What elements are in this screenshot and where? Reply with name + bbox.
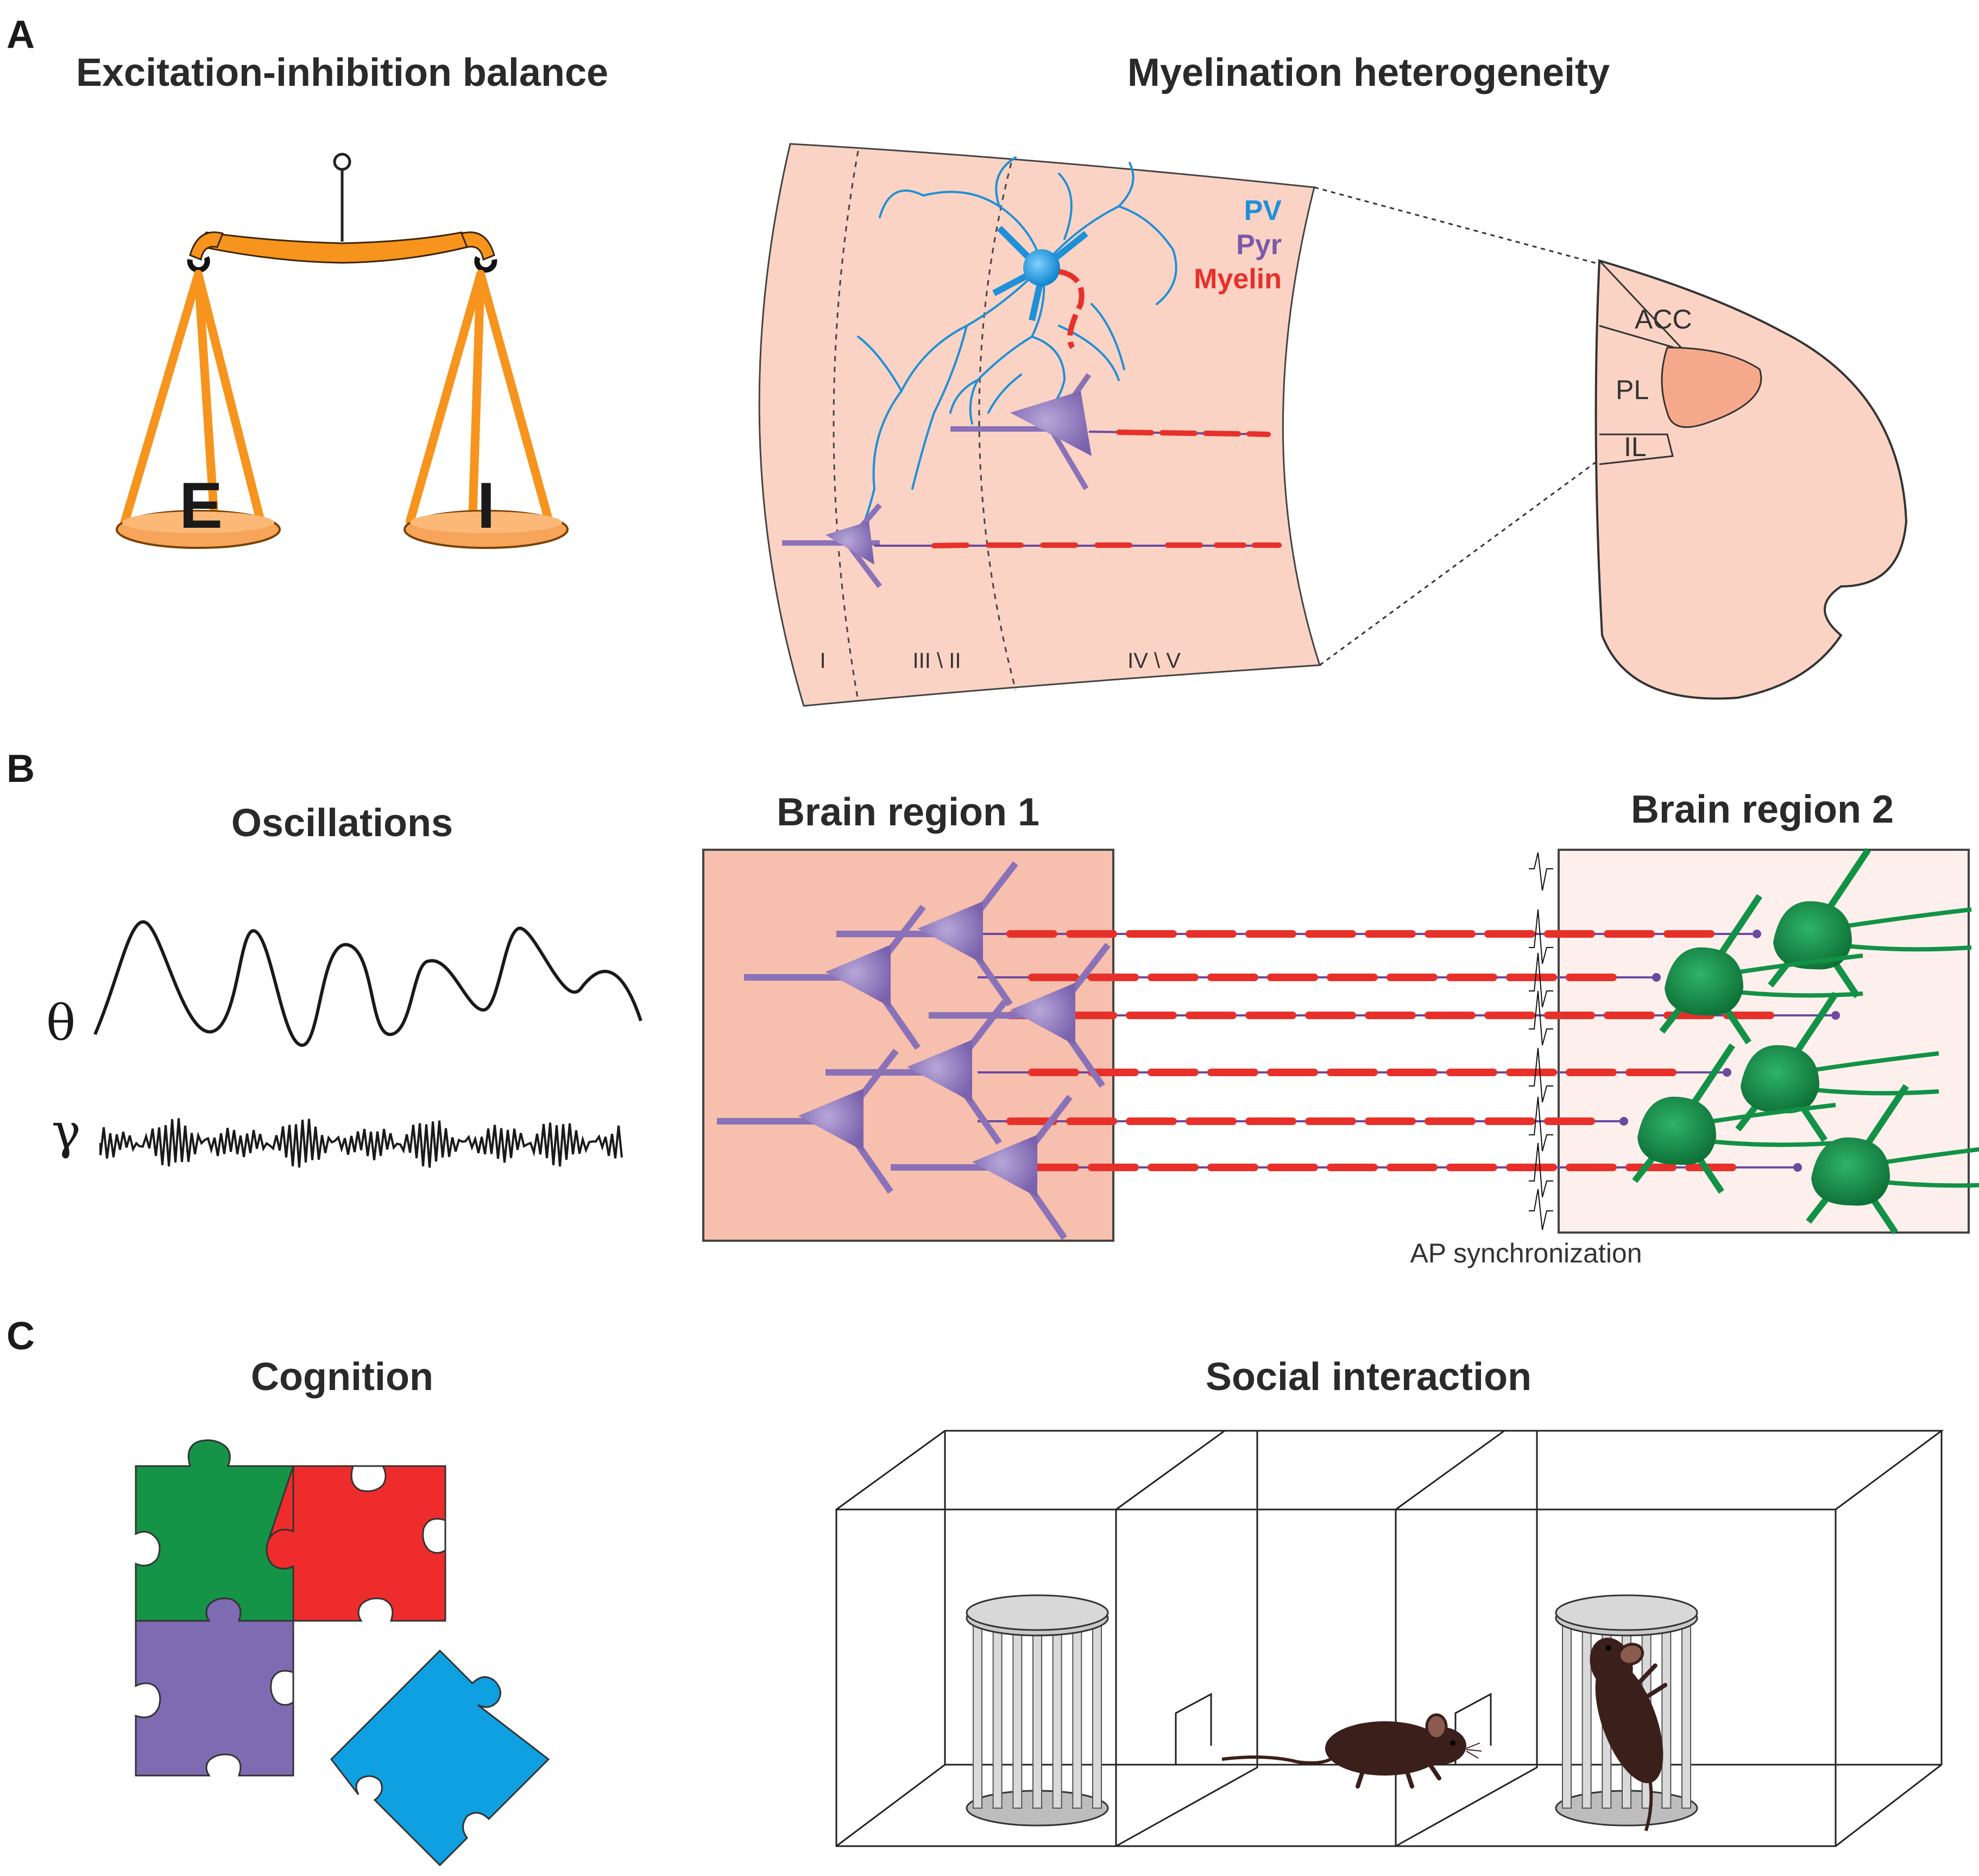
- axon-terminal: [1753, 930, 1761, 938]
- gamma-label: γ: [52, 1103, 81, 1160]
- legend-pyr: Pyr: [1236, 229, 1282, 261]
- action-potential-trace: [1529, 1189, 1553, 1230]
- action-potential-trace: [1529, 952, 1553, 1008]
- mouse-icon: [1590, 1638, 1668, 1831]
- puzzle-icon: [135, 1439, 550, 1867]
- zoom-line-bottom: [1319, 460, 1597, 666]
- action-potential-trace: [1529, 990, 1553, 1046]
- brain-region-2-box: [1558, 849, 1970, 1234]
- puzzle-piece-purple-notch: [270, 1670, 294, 1706]
- action-potential-traces: [1529, 852, 1553, 1230]
- three-chamber-apparatus: [835, 1430, 1944, 1847]
- panel-letter-c: C: [7, 1315, 35, 1358]
- mouse-icon: [1221, 1713, 1482, 1789]
- brain-region-1-title: Brain region 1: [777, 791, 1039, 834]
- panel-a-left-title: Excitation-inhibition balance: [76, 51, 608, 94]
- pyramidal-neuron-upper: [950, 373, 1271, 490]
- action-potential-trace: [1529, 1096, 1553, 1152]
- theta-label: θ: [46, 995, 75, 1052]
- puzzle-piece-purple: [135, 1597, 294, 1777]
- neuron-icon: [1768, 848, 1972, 999]
- region-label-il: IL: [1624, 432, 1647, 462]
- action-potential-trace: [1529, 909, 1553, 964]
- action-potential-trace: [1529, 1142, 1553, 1198]
- neuron-icon: [717, 1048, 899, 1194]
- layer-label-3: IV \ V: [1127, 649, 1181, 673]
- scale-label-e: E: [179, 469, 223, 542]
- axon-terminal: [1831, 1011, 1840, 1020]
- legend-myelin: Myelin: [1194, 263, 1282, 295]
- legend-pv: PV: [1244, 195, 1282, 226]
- layer-label-2: III \ II: [913, 649, 961, 673]
- pv-soma: [992, 225, 1088, 349]
- pyramidal-neuron-lower: [782, 503, 1282, 588]
- axon-terminal: [1793, 1163, 1802, 1172]
- panel-b-left-title: Oscillations: [231, 801, 453, 845]
- neuron-icon: [744, 905, 926, 1050]
- brain-region-2-title: Brain region 2: [1631, 788, 1894, 831]
- region-1-pyramidal-neurons: [717, 861, 1111, 1240]
- region-label-acc: ACC: [1635, 304, 1692, 334]
- region-label-pl: PL: [1616, 375, 1649, 405]
- neuron-icon: [836, 861, 1018, 1007]
- panel-letter-b: B: [7, 747, 35, 791]
- theta-wave: [93, 920, 642, 1047]
- region-2-target-neurons: [1632, 848, 1979, 1235]
- panel-c-left-title: Cognition: [251, 1355, 433, 1399]
- axon-terminal: [1652, 973, 1661, 982]
- neuron-icon: [929, 943, 1111, 1088]
- gamma-wave: [99, 1118, 623, 1168]
- brain-section: [1594, 259, 1908, 700]
- puzzle-piece-blue: [330, 1649, 550, 1867]
- cage-icon: [966, 1594, 1109, 1827]
- neuron-icon: [1806, 1084, 1979, 1235]
- puzzle-piece-green: [135, 1439, 294, 1622]
- axon-terminal: [1723, 1068, 1731, 1077]
- brain-region-1-box: [702, 849, 1114, 1242]
- neuron-icon: [891, 1095, 1073, 1240]
- pv-interneuron: [852, 156, 1177, 544]
- scale-label-i: I: [477, 469, 495, 542]
- neuron-icon: [1632, 1043, 1836, 1194]
- zoom-line-top: [1314, 186, 1597, 264]
- puzzle-piece-red-notches: [350, 1465, 446, 1554]
- ap-synchronization-label: AP synchronization: [1410, 1238, 1642, 1268]
- panel-a-right-title: Myelination heterogeneity: [1127, 51, 1610, 94]
- action-potential-trace: [1529, 852, 1553, 891]
- action-potential-trace: [1529, 1047, 1553, 1103]
- neuron-icon: [1659, 894, 1863, 1045]
- cage-icon: [1555, 1594, 1698, 1827]
- panel-c-right-title: Social interaction: [1206, 1355, 1531, 1399]
- neuron-icon: [825, 1000, 1007, 1145]
- layer-label-1: I: [820, 649, 825, 673]
- balance-scale-icon: [116, 153, 569, 549]
- puzzle-piece-red: [266, 1465, 446, 1622]
- axon-terminal: [1619, 1117, 1628, 1126]
- panel-letter-a: A: [7, 13, 35, 56]
